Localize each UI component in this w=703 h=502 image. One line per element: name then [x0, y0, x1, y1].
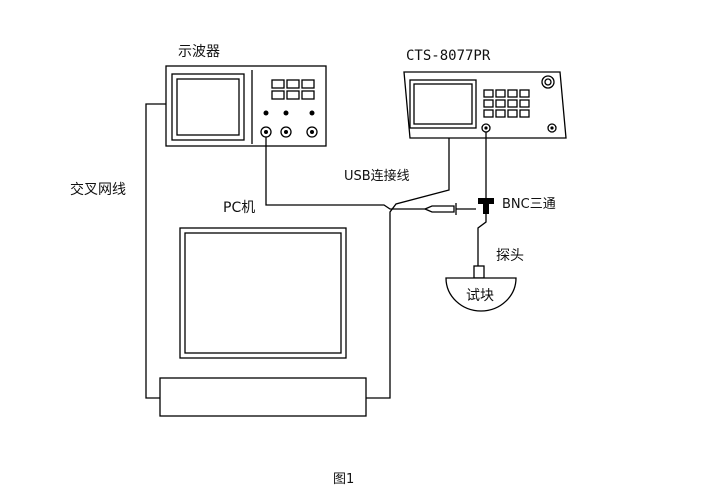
cross-network-cable — [145, 103, 166, 399]
bnc-tee-label: BNC三通 — [502, 197, 556, 212]
bnc-connector — [424, 205, 455, 213]
instrument-key — [483, 109, 494, 118]
probe-cable — [477, 214, 487, 268]
osc-button — [286, 90, 300, 100]
cts-instrument — [403, 71, 567, 139]
pc-monitor-screen — [184, 232, 342, 354]
instrument-label: CTS-8077PR — [406, 48, 491, 64]
bnc-tee — [478, 198, 494, 214]
instrument-key — [495, 109, 506, 118]
oscilloscope-screen — [176, 78, 240, 136]
probe — [473, 265, 485, 279]
test-block — [445, 277, 517, 312]
test-block-label: 试块 — [466, 288, 494, 304]
cross-cable-label: 交叉网线 — [70, 181, 126, 198]
osc-knob-dot — [263, 110, 269, 116]
instrument-screen — [413, 83, 473, 125]
instrument-key — [495, 99, 506, 108]
figure-caption: 图1 — [333, 472, 354, 487]
osc-signal-cable — [265, 137, 425, 210]
pc — [159, 227, 367, 417]
instrument-key — [519, 89, 530, 98]
osc-button — [301, 79, 315, 89]
instrument-key — [483, 89, 494, 98]
instrument-key — [507, 89, 518, 98]
osc-button — [271, 90, 285, 100]
osc-knob-dot — [283, 110, 289, 116]
osc-button — [301, 90, 315, 100]
instrument-key — [507, 109, 518, 118]
usb-cable — [366, 138, 450, 399]
probe-label: 探头 — [496, 248, 524, 264]
pc-label: PC机 — [223, 200, 255, 216]
instrument-key — [519, 109, 530, 118]
oscilloscope-label: 示波器 — [178, 44, 220, 60]
osc-knob-dot — [309, 110, 315, 116]
pc-keyboard — [159, 377, 367, 417]
osc-button — [271, 79, 285, 89]
osc-button — [286, 79, 300, 89]
instrument-key — [519, 99, 530, 108]
instrument-key — [495, 89, 506, 98]
instrument-key — [483, 99, 494, 108]
oscilloscope — [165, 65, 327, 147]
usb-cable-label: USB连接线 — [344, 168, 410, 184]
instrument-key — [507, 99, 518, 108]
